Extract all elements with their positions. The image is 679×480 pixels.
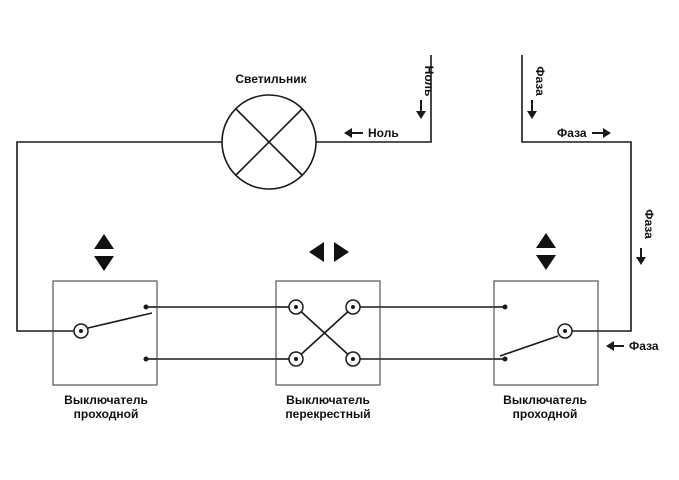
phase-right-arrow-icon [592, 128, 611, 138]
middle-switch-mechanism [288, 299, 361, 367]
middle-switch-left-right-triangles-icon [309, 242, 349, 262]
wire-phase-supply [521, 55, 632, 332]
right-switch-label-line2: проходной [513, 407, 578, 421]
middle-switch-box [275, 280, 381, 386]
right-switch-box [493, 280, 599, 386]
neutral-vertical-label: Ноль [422, 66, 436, 97]
right-switch-label-line1: Выключатель [503, 393, 587, 407]
middle-switch-label-line2: перекрестный [285, 407, 370, 421]
middle-switch-label-line1: Выключатель [286, 393, 370, 407]
phase-vertical-label: Фаза [533, 66, 547, 96]
left-switch-label-line1: Выключатель [64, 393, 148, 407]
phase-horizontal-label: Фаза [557, 126, 587, 140]
right-switch-up-down-triangles-icon [536, 233, 556, 270]
neutral-down-arrow-icon [416, 100, 426, 119]
left-switch-mechanism [73, 304, 153, 362]
phase-left-arrow-icon [606, 341, 624, 351]
left-switch-label-line2: проходной [74, 407, 139, 421]
lamp-label: Светильник [235, 72, 307, 86]
neutral-left-arrow-icon [344, 128, 363, 138]
phase-to-switch-label: Фаза [629, 339, 659, 353]
neutral-to-lamp-label: Ноль [368, 126, 399, 140]
wire-lamp-to-left-switch [16, 141, 222, 332]
phase-right-down-arrow-icon [636, 248, 646, 265]
wire-lamp-to-neutral [316, 55, 432, 143]
left-switch-box [52, 280, 158, 386]
left-switch-up-down-triangles-icon [94, 234, 114, 271]
phase-down-arrow-icon [527, 100, 537, 119]
lamp-cross-icon [221, 94, 317, 190]
right-switch-mechanism [499, 304, 573, 362]
phase-down-vertical-label: Фаза [642, 209, 656, 239]
